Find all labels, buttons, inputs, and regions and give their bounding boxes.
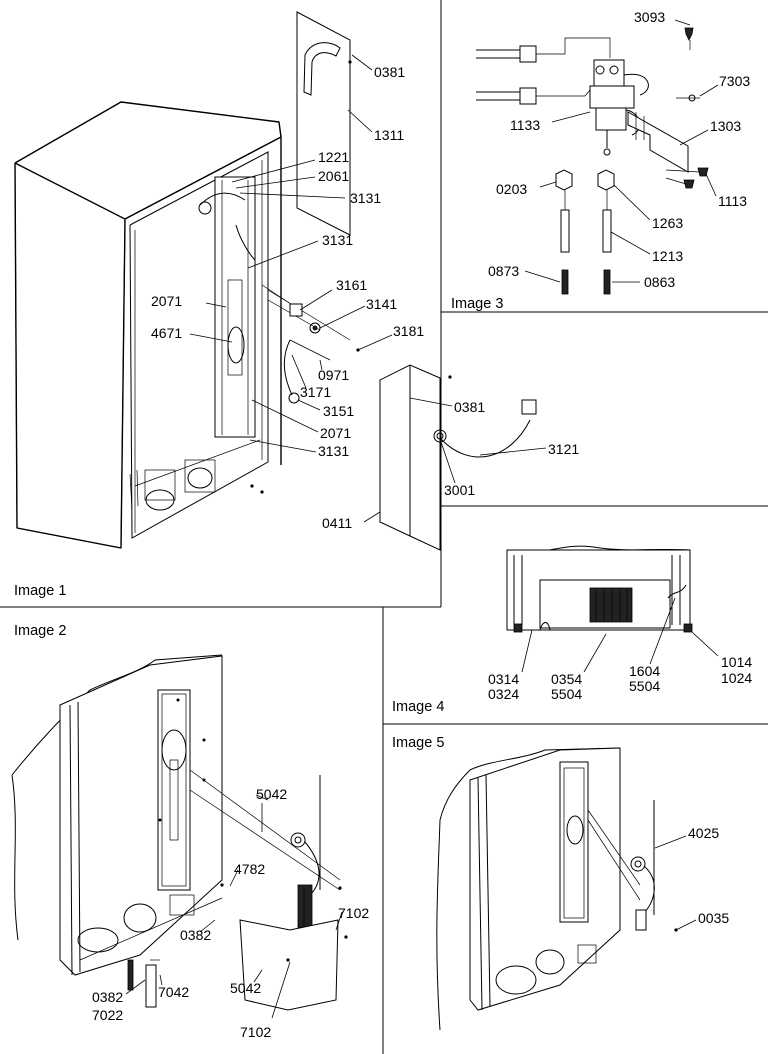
callout: 1014 — [721, 654, 752, 670]
callout: 1263 — [652, 215, 683, 231]
callout: 7022 — [92, 1007, 123, 1023]
callout: 7102 — [338, 905, 369, 921]
callout: 1113 — [718, 193, 747, 209]
callout: 3171 — [300, 384, 331, 400]
callout: 1213 — [652, 248, 683, 264]
callout: 3131 — [350, 190, 381, 206]
callout: 0203 — [496, 181, 527, 197]
image-2-callouts: 5042 4782 7102 0382 0382 7042 7022 5042 … — [14, 623, 369, 1040]
callout: 3131 — [322, 232, 353, 248]
panel-title: Image 1 — [14, 583, 66, 599]
callout: 3093 — [634, 9, 665, 25]
panel-title: Image 5 — [392, 735, 444, 751]
callout: 2061 — [318, 168, 349, 184]
callout: 2071 — [151, 293, 182, 309]
image-4-callouts: 0314 0324 0354 5504 1604 5504 1014 1024 … — [392, 654, 752, 715]
callout: 0411 — [322, 515, 352, 531]
callout: 3161 — [336, 277, 367, 293]
callout: 1024 — [721, 670, 752, 686]
callout: 1133 — [510, 117, 540, 133]
callout: 1311 — [374, 127, 404, 143]
callout: 0324 — [488, 686, 519, 702]
callout: 5042 — [256, 786, 287, 802]
callout: 3141 — [366, 296, 397, 312]
callout: 0971 — [318, 367, 349, 383]
callout: 3151 — [323, 403, 354, 419]
image-5-callouts: 4025 0035 Image 5 — [392, 735, 729, 926]
callout: 4782 — [234, 861, 265, 877]
callout: 7102 — [240, 1024, 271, 1040]
image-5-drawing — [436, 747, 697, 1031]
callout: 0381 — [374, 64, 405, 80]
panel-title: Image 4 — [392, 699, 444, 715]
panel-title: Image 2 — [14, 623, 66, 639]
callout: 5504 — [551, 686, 582, 702]
callout: 3001 — [444, 482, 475, 498]
callout: 0314 — [488, 671, 519, 687]
callout: 0863 — [644, 274, 675, 290]
callout: 1221 — [318, 149, 349, 165]
callout: 7303 — [719, 73, 750, 89]
callout: 0035 — [698, 910, 729, 926]
callout: 0873 — [488, 263, 519, 279]
callout: 7042 — [158, 984, 189, 1000]
image-2-drawing — [11, 654, 348, 1019]
callout: 0382 — [180, 927, 211, 943]
callout: 2071 — [320, 425, 351, 441]
callout: 3121 — [548, 441, 579, 457]
image-3-callouts: 3093 7303 1133 1303 0203 1113 1263 1213 … — [451, 9, 750, 312]
callout: 5504 — [629, 678, 660, 694]
callout: 0382 — [92, 989, 123, 1005]
callout: 1604 — [629, 663, 660, 679]
callout: 4671 — [151, 325, 182, 341]
image-1-callouts: 0381 1311 1221 2061 3131 3131 3161 3141 … — [14, 64, 579, 599]
image-1-drawing — [14, 11, 547, 551]
panel-title: Image 3 — [451, 296, 503, 312]
callout: 0354 — [551, 671, 582, 687]
callout: 0381 — [454, 399, 485, 415]
callout: 1303 — [710, 118, 741, 134]
image-4-drawing — [506, 545, 719, 673]
image-3-drawing — [476, 19, 719, 295]
callout: 3181 — [393, 323, 424, 339]
callout: 5042 — [230, 980, 261, 996]
callout: 4025 — [688, 825, 719, 841]
callout: 3131 — [318, 443, 349, 459]
